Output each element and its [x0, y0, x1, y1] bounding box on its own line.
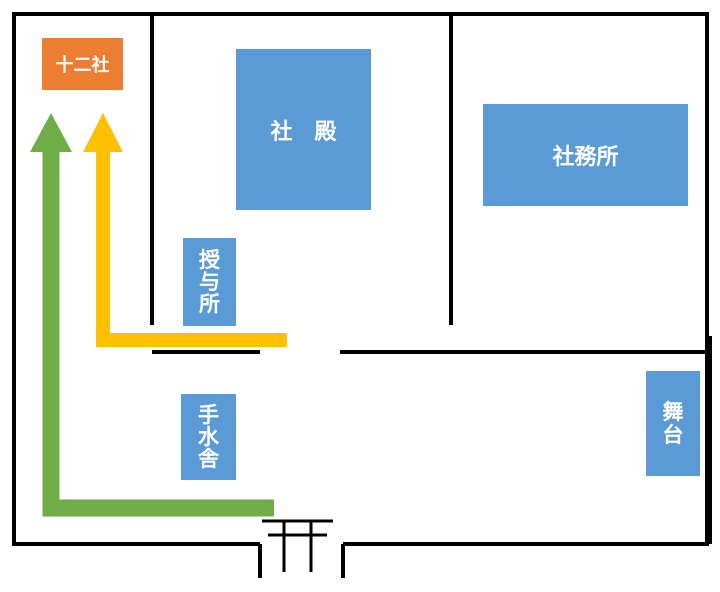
shrine-office-label: 社務所 [552, 145, 619, 170]
shrine-office: 社務所 [483, 104, 688, 206]
purification-fountain-label: 手 水 舎 [198, 402, 219, 472]
route-green-arrowhead [30, 113, 72, 152]
route-yellow [83, 113, 287, 347]
route-yellow-arrowhead [83, 113, 123, 152]
torii-gate-icon [262, 519, 333, 572]
purification-fountain: 手 水 舎 [181, 394, 236, 480]
amulet-office: 授 与 所 [183, 238, 236, 326]
juunisha-shrine: 十二社 [42, 38, 123, 90]
main-hall: 社 殿 [236, 49, 371, 210]
route-green [30, 113, 274, 517]
route-green-line [42, 146, 274, 517]
amulet-office-label: 授 与 所 [199, 247, 220, 317]
inner-walls [150, 14, 712, 544]
outer-walls [12, 12, 709, 578]
route-yellow-line [96, 148, 287, 347]
stage-label: 舞 台 [662, 400, 684, 447]
juunisha-label: 十二社 [55, 55, 110, 76]
main-hall-label: 社 殿 [270, 119, 337, 145]
stage: 舞 台 [646, 371, 700, 476]
outer-wall [12, 12, 709, 546]
